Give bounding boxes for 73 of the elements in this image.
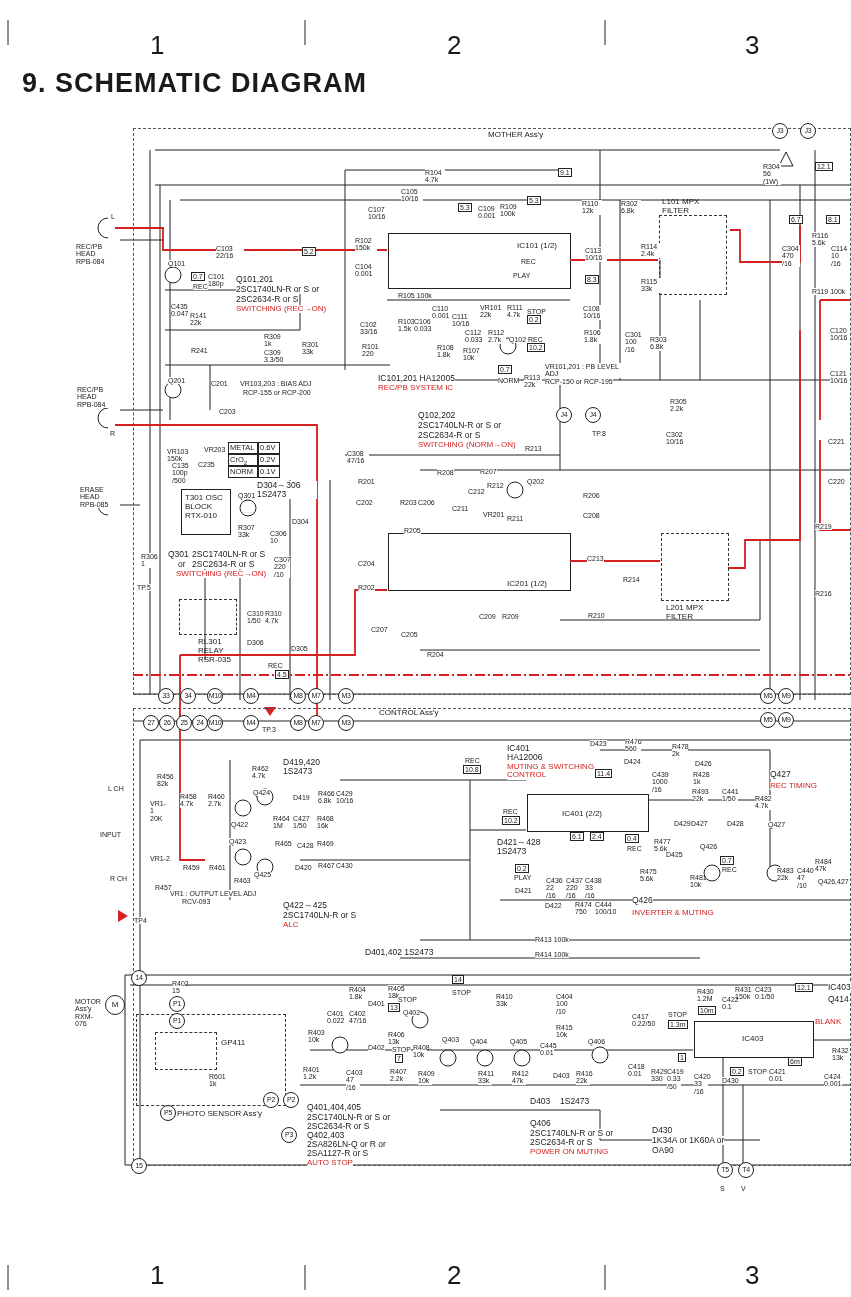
part-note: Q426 xyxy=(632,896,653,905)
block-label: IC401 (2/2) xyxy=(562,810,603,819)
part-note: Q406 xyxy=(530,1119,551,1128)
grid-number: 3 xyxy=(745,32,760,60)
function-note: BLANK xyxy=(815,1018,842,1027)
function-note: SWITCHING (REC→ON) xyxy=(236,305,327,314)
part-note: Q401,404,405 xyxy=(307,1103,361,1112)
part-note: 2SC1740LN-R or S or xyxy=(418,421,502,430)
signal-wire xyxy=(569,560,661,562)
part-note: 2SC2634-R or S xyxy=(192,560,255,569)
grid-number: 3 xyxy=(745,1262,760,1290)
part-note: D403 xyxy=(530,1097,551,1106)
motor-symbol xyxy=(105,995,125,1015)
part-note: 2SC2634-R or S xyxy=(530,1138,593,1147)
block-label: M xyxy=(110,1001,120,1010)
ic-block xyxy=(694,1021,814,1058)
block-label: IC201 (1/2) xyxy=(507,580,548,589)
grid-number: 2 xyxy=(447,1262,462,1290)
block-label: L101 MPX FILTER xyxy=(662,198,701,216)
assembly-outline xyxy=(133,128,851,695)
part-note: Q402,403 xyxy=(307,1131,345,1140)
title: 9. SCHEMATIC DIAGRAM xyxy=(22,68,367,99)
part-note: Q427 xyxy=(770,770,791,779)
part-note: Q301 xyxy=(168,550,189,559)
function-note: ALC xyxy=(283,921,299,930)
part-note: 2SC1740LN-R or S or xyxy=(307,1113,391,1122)
part-note: 2SC2634-R or S xyxy=(236,295,299,304)
grid-number: 2 xyxy=(447,32,462,60)
part-note: 2SC1740LN-R or S or xyxy=(530,1129,614,1138)
block-label: GP411 xyxy=(221,1039,246,1048)
part-note: IC403 xyxy=(828,983,851,992)
signal-wire xyxy=(569,259,659,261)
function-note: MUTING & SWITCHING CONTROL xyxy=(507,763,597,780)
block-label: MOTHER Ass'y xyxy=(488,131,544,140)
block-label: RL301 RELAY RSR-035 xyxy=(198,638,232,665)
ic-block xyxy=(388,233,571,289)
part-note: IC101,201 HA12005 xyxy=(378,374,456,383)
block-label: PHOTO SENSOR Ass'y xyxy=(177,1110,262,1119)
block-label: CONTROL Ass'y xyxy=(379,709,439,718)
function-note: SWITCHING (REC→ON) xyxy=(176,570,267,579)
part-note: D430 xyxy=(652,1126,673,1135)
grid-number: 1 xyxy=(150,1262,165,1290)
part-note: 2SC1740LN-R or S or xyxy=(236,285,320,294)
block-label: IC403 xyxy=(742,1035,764,1044)
ic-block xyxy=(388,533,571,591)
function-note: SWITCHING (NORM→ON) xyxy=(418,441,516,450)
function-note: REC/PB SYSTEM IC xyxy=(378,384,454,393)
grid-number: 1 xyxy=(150,32,165,60)
function-note: AUTO STOP xyxy=(307,1159,353,1168)
block-label: T301 OSC BLOCK RTX-010 xyxy=(185,494,224,521)
part-note: Q414 xyxy=(828,995,849,1004)
part-note: OA90 xyxy=(652,1146,674,1155)
part-note: 1K34A or 1K60A or xyxy=(652,1136,725,1145)
oscillator-block xyxy=(181,489,231,535)
part-note: 2SC2634-R or S xyxy=(307,1122,370,1131)
part-note: 1S2473 xyxy=(560,1097,590,1106)
block-label: IC101 (1/2) xyxy=(517,242,558,251)
block-label: L201 MPX FILTER xyxy=(666,604,705,622)
part-note: 2SC2634-R or S xyxy=(418,431,481,440)
function-note: INVERTER & MUTING xyxy=(632,909,714,918)
function-note: POWER ON MUTING xyxy=(530,1148,609,1157)
part-note: or xyxy=(178,560,186,569)
part-note: 2SA1127-R or S xyxy=(307,1149,369,1158)
part-note: 2SC1740LN-R or S xyxy=(192,550,266,559)
part-note: 2SC1740LN-R or S xyxy=(283,911,357,920)
part-note: Q102,202 xyxy=(418,411,456,420)
function-note: REC TIMING xyxy=(770,782,817,791)
part-note: Q101,201 xyxy=(236,275,274,284)
part-note: Q422～425 xyxy=(283,901,327,910)
part-note: 2SA826LN-Q or R or xyxy=(307,1140,386,1149)
ic-block xyxy=(527,794,649,832)
part-note: D401,402 1S2473 xyxy=(365,948,434,957)
part-note: D304～306 1S2473 xyxy=(257,481,317,499)
